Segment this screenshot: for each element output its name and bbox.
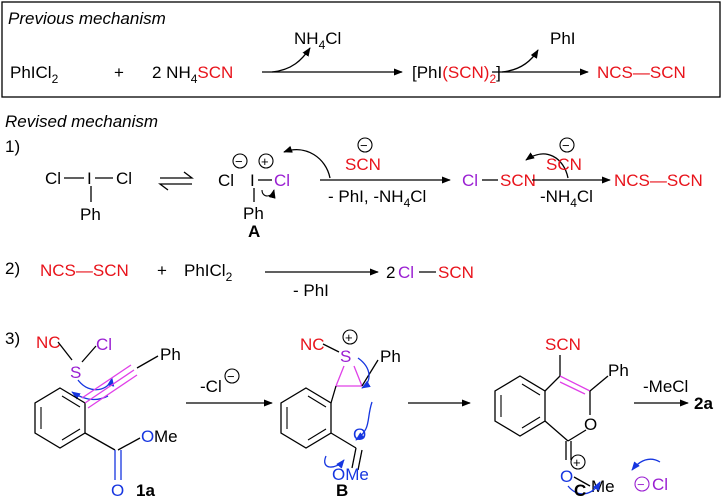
compound-c: C (574, 481, 586, 499)
svg-text:3): 3) (5, 329, 20, 348)
svg-text:Me: Me (591, 477, 615, 496)
svg-text:NC: NC (300, 335, 325, 354)
intermediate: [PhI (412, 63, 442, 82)
attack-arrow (283, 145, 331, 179)
svg-text:Cl: Cl (45, 169, 61, 188)
svg-text:O: O (584, 415, 597, 434)
svg-text:Cl: Cl (96, 335, 112, 354)
svg-text:-MeCl: -MeCl (643, 377, 688, 396)
step-1: 1) Cl I Cl Ph − + Cl I Cl Ph A − SCN - P… (5, 137, 703, 241)
svg-text:S: S (70, 363, 81, 382)
product-2a: 2a (694, 394, 713, 413)
svg-text:−: − (235, 154, 243, 169)
plus-sign: + (114, 63, 124, 82)
svg-text:Cl: Cl (116, 169, 132, 188)
ncs-scn-product: NCS—SCN (597, 63, 686, 82)
revised-heading: Revised mechanism (5, 112, 158, 131)
svg-text:I: I (87, 169, 92, 188)
svg-text:−: − (360, 138, 368, 153)
svg-text:-NH4Cl: -NH4Cl (540, 187, 593, 210)
nh4cl: NH (294, 29, 319, 48)
svg-text:-Cl: -Cl (200, 377, 222, 396)
svg-text:NCS—SCN: NCS—SCN (40, 261, 129, 280)
svg-text:PhICl2: PhICl2 (184, 261, 233, 284)
phi: PhI (550, 29, 576, 48)
svg-text:O: O (111, 481, 124, 499)
svg-text:NH4Cl: NH4Cl (294, 29, 341, 52)
svg-text:NC: NC (36, 333, 61, 352)
step-3: 3) NC S Cl Ph O O Me 1a − -Cl NC (5, 329, 713, 499)
svg-text:SCN: SCN (500, 171, 536, 190)
step1-label: 1) (5, 137, 20, 156)
svg-text:+: + (261, 154, 269, 169)
svg-text:O: O (560, 467, 573, 486)
svg-text:SCN: SCN (438, 263, 474, 282)
svg-text:Cl: Cl (462, 171, 478, 190)
compound-b: B (336, 481, 348, 499)
previous-equation: PhICl2 + 2 NH4SCN NH4Cl [PhI(SCN)2] PhI … (10, 29, 686, 86)
svg-text:Cl: Cl (652, 475, 668, 494)
svg-text:O: O (353, 425, 366, 444)
svg-text:−: − (562, 138, 570, 153)
svg-text:Ph: Ph (243, 204, 264, 223)
previous-heading: Previous mechanism (8, 9, 166, 28)
svg-text:−: − (227, 369, 235, 384)
svg-text:- PhI, -NH4Cl: - PhI, -NH4Cl (328, 187, 426, 210)
svg-text:2: 2 (386, 263, 395, 282)
svg-text:[PhI(SCN)2]: [PhI(SCN)2] (412, 63, 501, 86)
compound-a: A (248, 222, 260, 241)
phicl2: PhICl (10, 63, 52, 82)
step1-product: NCS—SCN (614, 171, 703, 190)
svg-text:Ph: Ph (80, 205, 101, 224)
nh4scn-coef: 2 NH (152, 63, 191, 82)
equilibrium-arrow (160, 171, 194, 179)
previous-box (1, 1, 721, 98)
svg-text:Ph: Ph (380, 347, 401, 366)
svg-text:−: − (637, 477, 645, 492)
svg-text:+: + (345, 330, 353, 345)
svg-text:Cl: Cl (274, 171, 290, 190)
svg-text:SCN: SCN (546, 155, 582, 174)
svg-text:PhICl2: PhICl2 (10, 63, 59, 86)
svg-text:I: I (250, 171, 255, 190)
svg-text:S: S (340, 347, 351, 366)
svg-text:O: O (141, 427, 154, 446)
svg-text:2): 2) (5, 259, 20, 278)
svg-text:OMe: OMe (332, 465, 369, 484)
svg-text:+: + (573, 455, 581, 470)
compound-1a: 1a (136, 481, 155, 499)
curved-arrow-2 (501, 49, 539, 73)
curved-arrow (271, 47, 311, 73)
svg-text:SCN: SCN (345, 155, 381, 174)
svg-text:- PhI: - PhI (293, 281, 329, 300)
svg-text:SCN: SCN (545, 335, 581, 354)
svg-text:2 NH4SCN: 2 NH4SCN (152, 63, 233, 86)
svg-text:Me: Me (154, 427, 178, 446)
svg-text:Ph: Ph (160, 345, 181, 364)
scn-red: SCN (197, 63, 233, 82)
svg-text:Cl: Cl (218, 171, 234, 190)
step-2: 2) NCS—SCN + PhICl2 - PhI 2 Cl SCN (5, 259, 474, 300)
svg-text:+: + (157, 261, 167, 280)
svg-text:Cl: Cl (398, 263, 414, 282)
svg-text:Ph: Ph (608, 361, 629, 380)
